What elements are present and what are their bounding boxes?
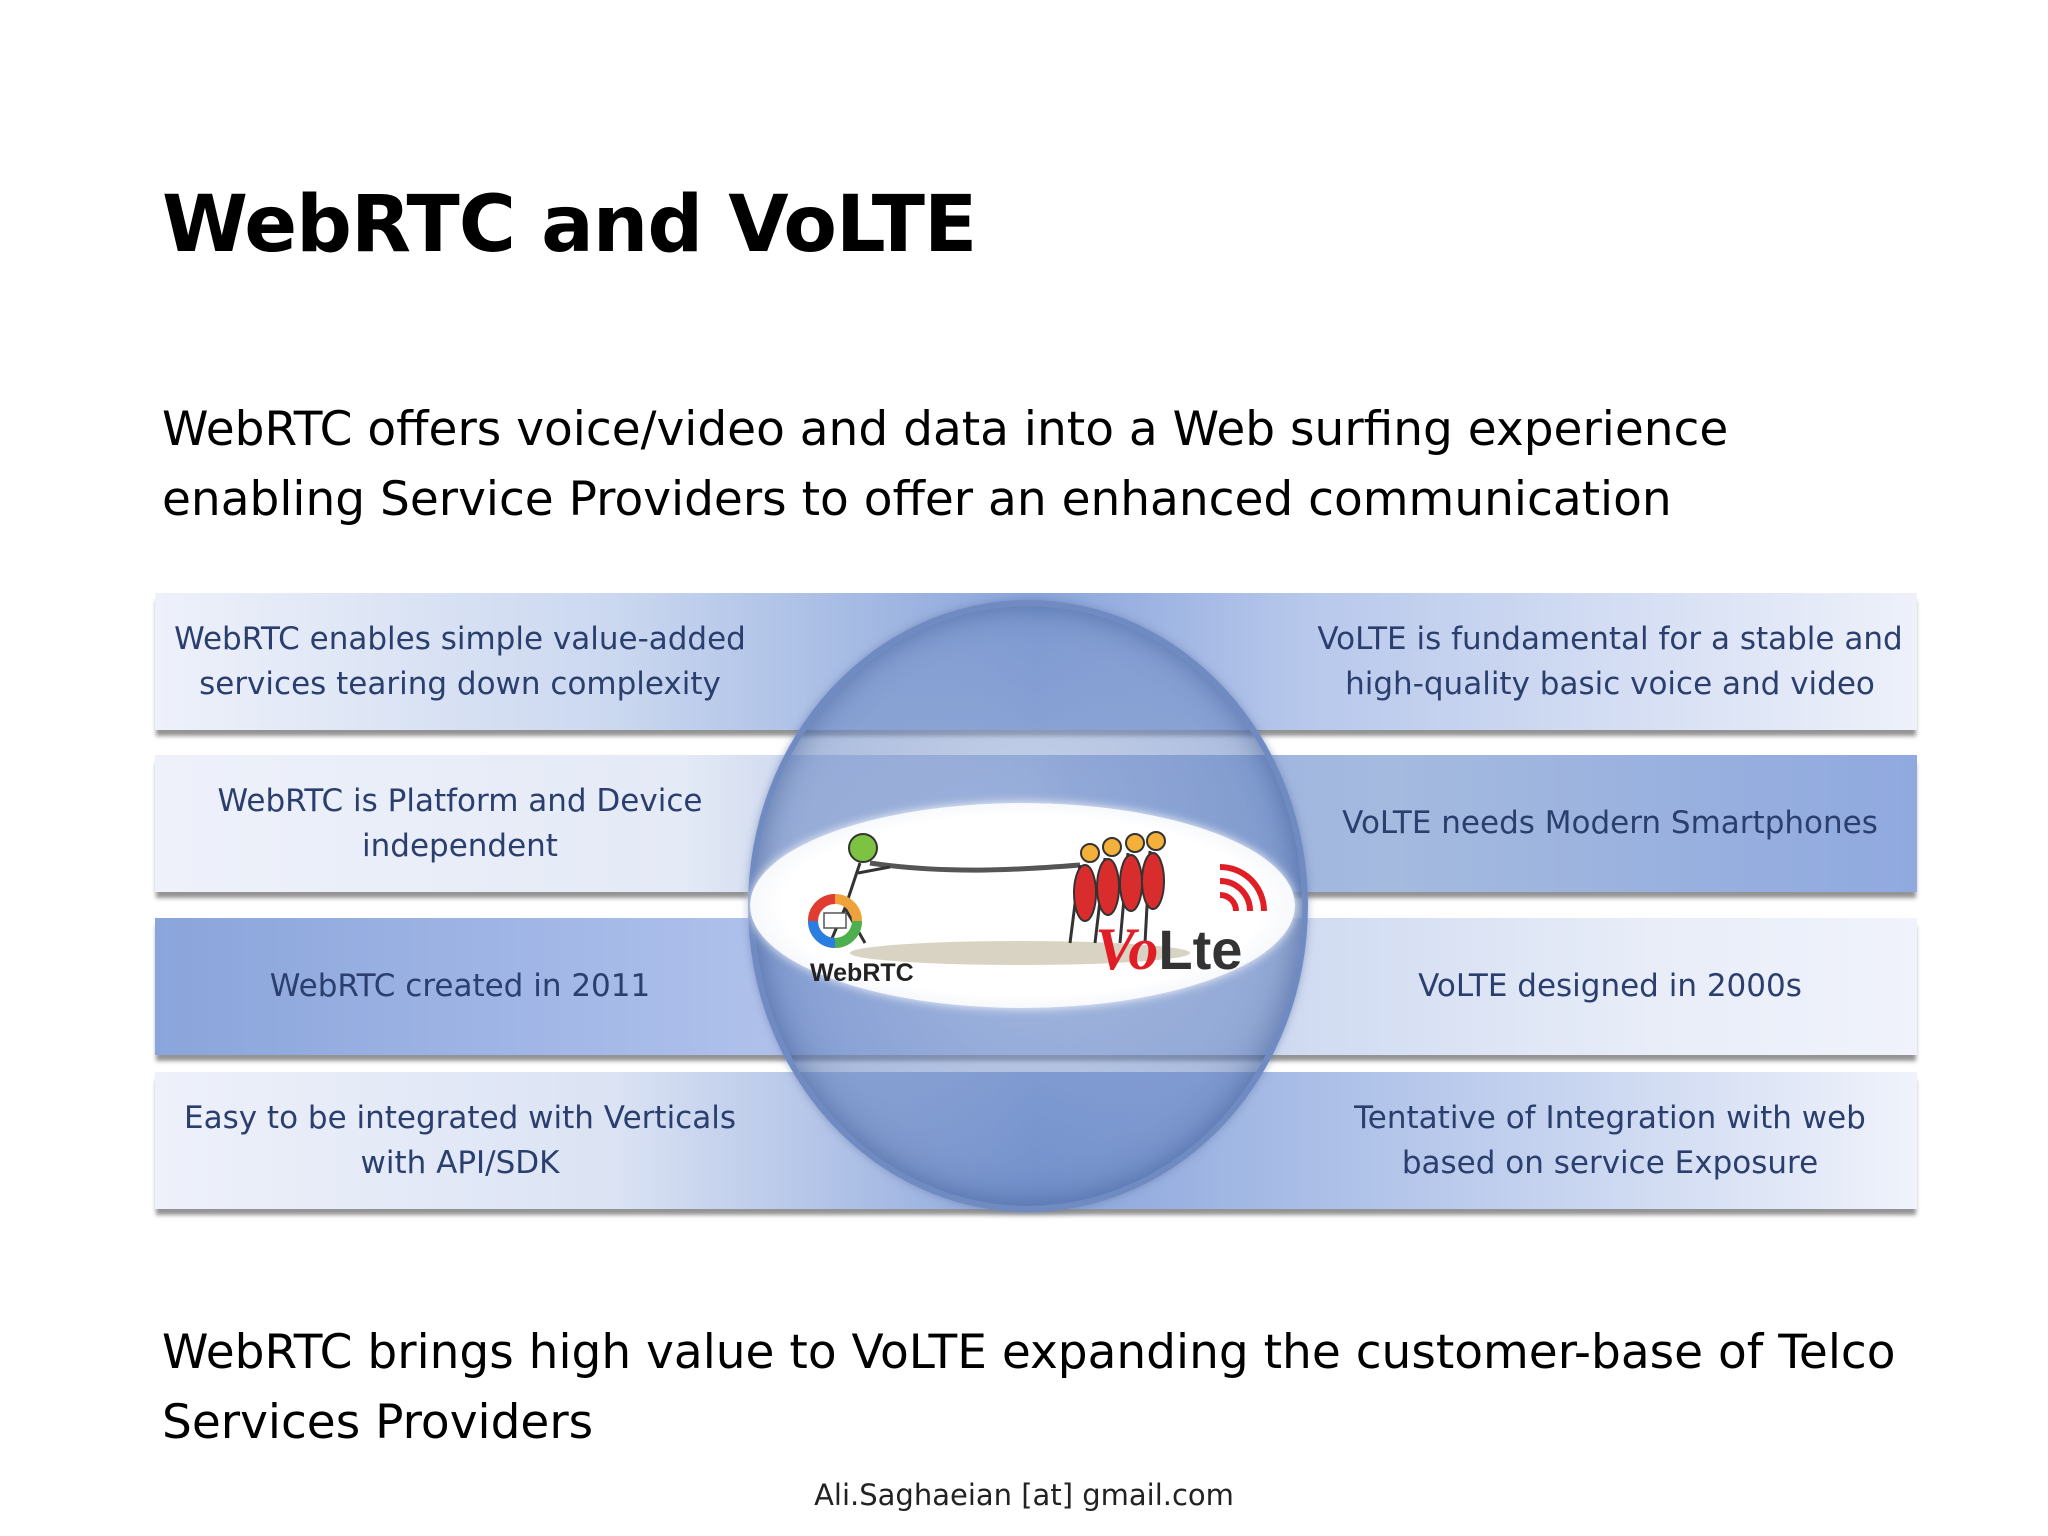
outro-text: WebRTC brings high value to VoLTE expand…	[162, 1318, 1942, 1458]
webrtc-point-3: WebRTC created in 2011	[165, 918, 755, 1055]
tug-of-war-image: WebRTC VoLte	[750, 803, 1295, 1008]
slide-title: WebRTC and VoLTE	[162, 180, 976, 270]
volte-logo-label: VoLte	[1095, 915, 1242, 984]
volte-point-2: VoLTE needs Modern Smartphones	[1313, 755, 1907, 892]
footer-email: Ali.Saghaeian [at] gmail.com	[0, 1478, 2048, 1512]
intro-text: WebRTC offers voice/video and data into …	[162, 395, 1942, 535]
webrtc-logo-label: WebRTC	[810, 959, 914, 988]
volte-point-3: VoLTE designed in 2000s	[1313, 918, 1907, 1055]
